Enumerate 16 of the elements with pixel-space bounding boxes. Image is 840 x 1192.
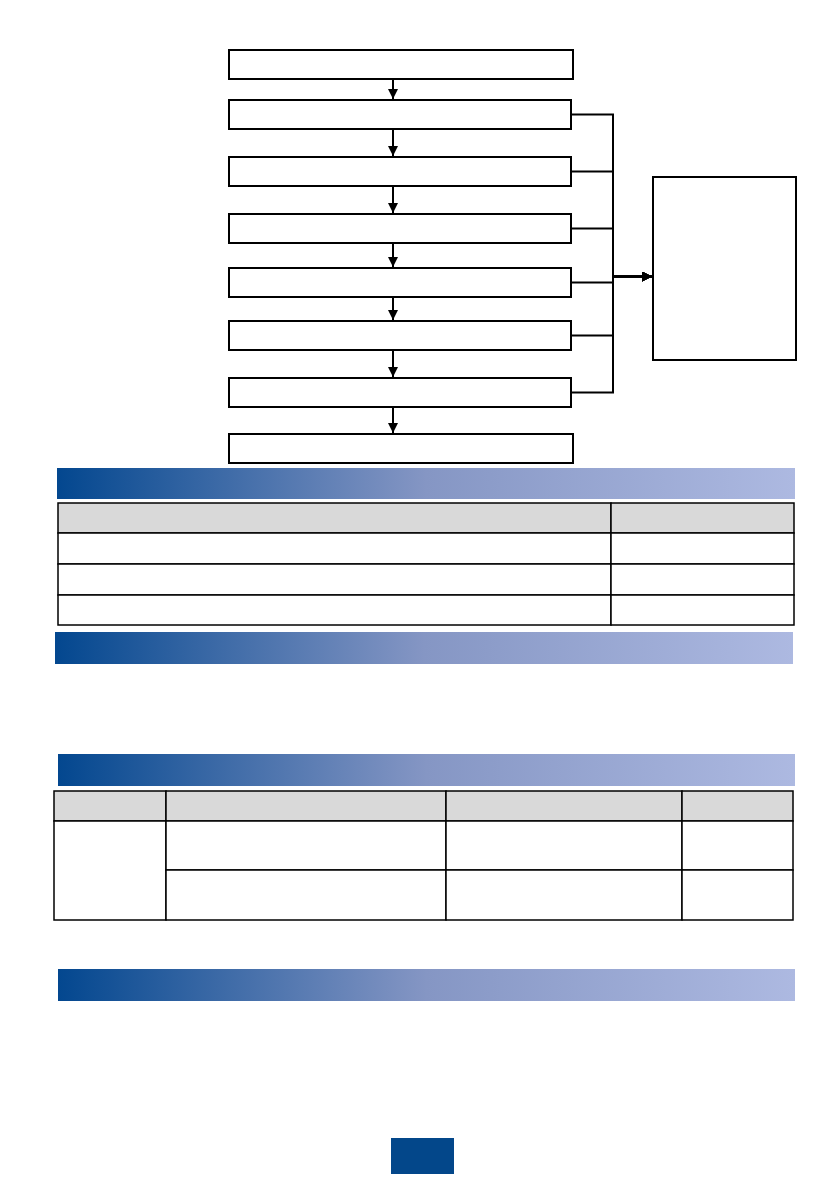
- arrow: [388, 243, 398, 268]
- process-box: [228, 99, 572, 130]
- process-box: [228, 320, 572, 351]
- arrow: [388, 350, 398, 378]
- process-box: [652, 176, 797, 361]
- process-box: [228, 213, 572, 244]
- process-box: [228, 433, 574, 464]
- arrow: [388, 297, 398, 321]
- arrow: [388, 129, 398, 157]
- process-box: [228, 377, 572, 408]
- process-box: [228, 156, 572, 187]
- arrow: [388, 186, 398, 214]
- process-box: [228, 49, 574, 80]
- process-box: [228, 267, 572, 298]
- arrow: [388, 79, 398, 100]
- arrow: [388, 407, 398, 434]
